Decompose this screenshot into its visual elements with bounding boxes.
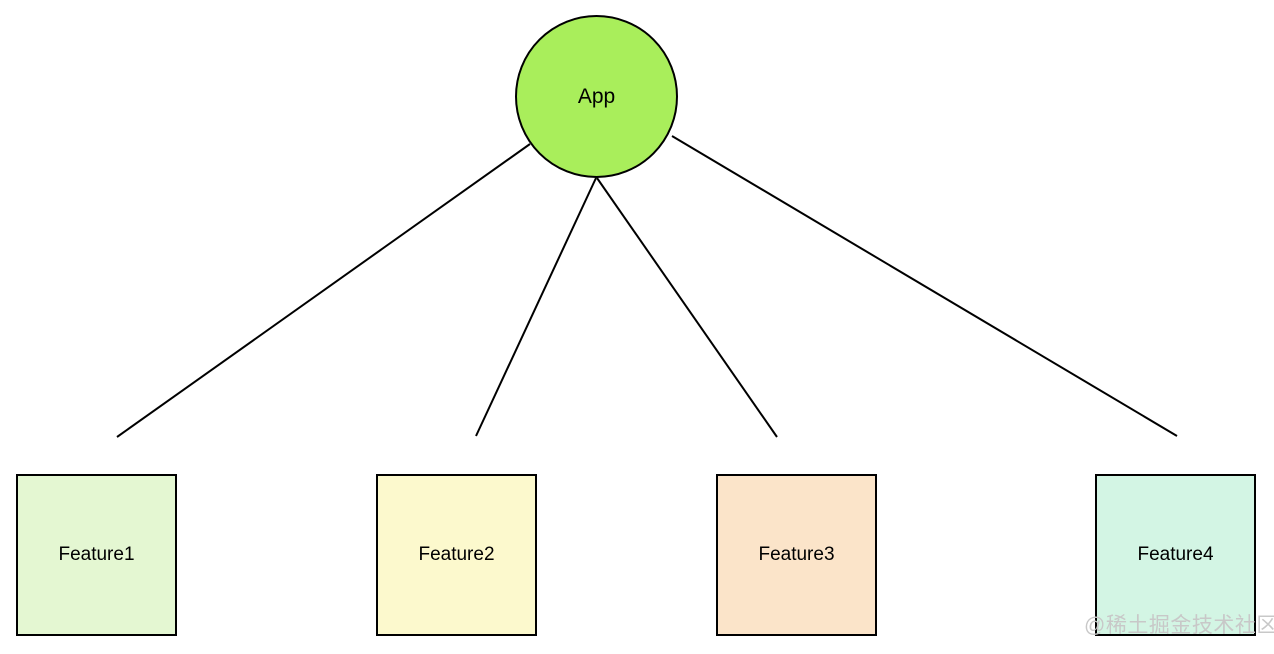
node-app: App: [515, 15, 678, 178]
node-app-label: App: [577, 84, 616, 108]
node-feature4-label: Feature4: [1137, 544, 1214, 565]
node-feature3-label: Feature3: [758, 544, 835, 565]
node-feature1: Feature1: [16, 474, 177, 636]
node-feature3: Feature3: [716, 474, 877, 636]
edge-app-feature1: [116, 143, 531, 438]
node-feature2-label: Feature2: [418, 544, 495, 565]
watermark: @稀土掘金技术社区: [1084, 614, 1274, 637]
node-feature4: Feature4: [1095, 474, 1256, 636]
edge-app-feature2: [475, 177, 597, 437]
node-feature1-label: Feature1: [58, 544, 135, 565]
node-feature2: Feature2: [376, 474, 537, 636]
edge-app-feature4: [671, 135, 1178, 437]
edge-app-feature3: [596, 177, 778, 438]
